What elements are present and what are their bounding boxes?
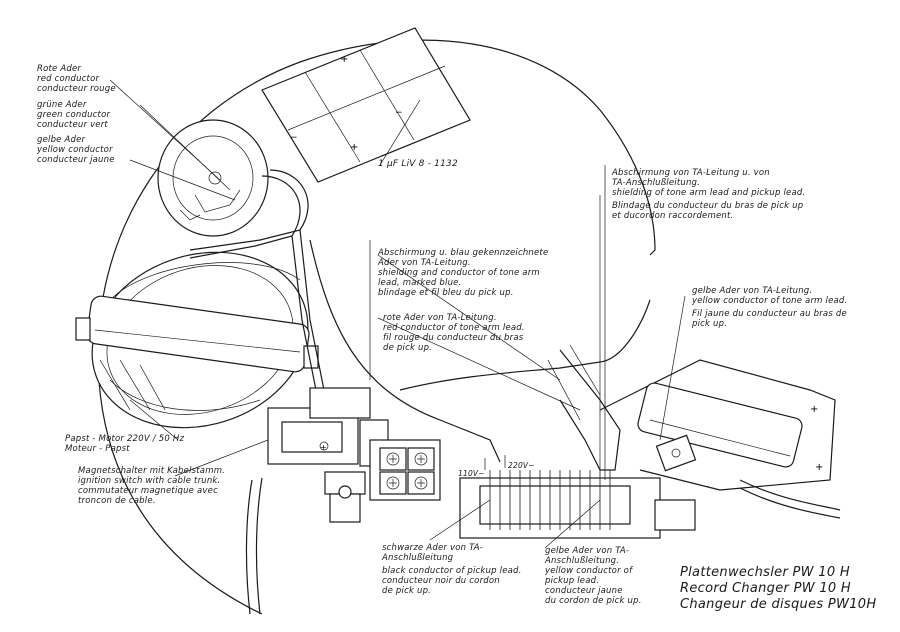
svg-text:+: + xyxy=(350,142,358,153)
capacitor-block: + + − − xyxy=(261,27,471,183)
label-yellow-pickup-de1: gelbe Ader von TA- xyxy=(545,546,630,556)
label-black-pickup-fr1: conducteur noir du cordon xyxy=(382,576,500,586)
leader-lines xyxy=(109,79,686,549)
label-yellow-tone-arm-de: gelbe Ader von TA-Leitung. xyxy=(692,286,813,296)
label-black-pickup-fr2: de pick up. xyxy=(382,586,432,596)
title-en: Record Changer PW 10 H xyxy=(680,581,851,596)
label-shielding-blue-en1: shielding and conductor of tone arm xyxy=(378,268,540,278)
svg-text:+: + xyxy=(340,54,348,65)
label-motor-de: Papst - Motor 220V / 50 Hz xyxy=(65,434,185,444)
label-yellow-wire-de: gelbe Ader xyxy=(37,135,86,145)
label-shielding-tone-arm-de1: Abschirmung von TA-Leitung u. von xyxy=(612,168,770,178)
label-shielding-tone-arm-fr1: Blindage du conducteur du bras de pick u… xyxy=(612,201,804,211)
cable-trunk-2 xyxy=(189,175,301,259)
label-yellow-tone-arm: gelbe Ader von TA-Leitung. yellow conduc… xyxy=(692,286,847,329)
voltage-leads xyxy=(484,455,506,470)
label-shielding-tone-arm: Abschirmung von TA-Leitung u. von TA-Ans… xyxy=(612,168,805,221)
label-110v: 110V~ xyxy=(458,469,485,478)
svg-text:−: − xyxy=(395,108,403,118)
cable-trunk-1 xyxy=(189,169,309,251)
label-switch-en: ignition switch with cable trunk. xyxy=(78,476,221,486)
label-yellow-pickup-de2: Anschlußleitung. xyxy=(545,556,620,566)
label-black-pickup: schwarze Ader von TA- Anschlußleitung bl… xyxy=(382,543,522,596)
label-capacitor: 1 μF LiV 8 - 1132 xyxy=(378,159,458,169)
label-yellow-wire-fr: conducteur jaune xyxy=(37,155,115,165)
svg-text:+: + xyxy=(815,462,823,473)
label-red-tone-arm-fr2: de pick up. xyxy=(383,343,433,353)
label-motor: Papst - Motor 220V / 50 Hz Moteur - Paps… xyxy=(65,434,184,454)
label-red-tone-arm-en: red conductor of tone arm lead. xyxy=(383,323,525,333)
terminal-block xyxy=(369,439,441,501)
label-green-wire-de: grüne Ader xyxy=(37,100,87,110)
label-red-tone-arm: rote Ader von TA-Leitung. red conductor … xyxy=(383,313,525,353)
label-yellow-pickup-fr2: du cordon de pick up. xyxy=(545,596,642,606)
svg-text:+: + xyxy=(810,404,818,415)
cable-to-terminal xyxy=(309,239,501,463)
label-shielding-blue-fr: blindage et fil bleu du pick up. xyxy=(378,288,514,298)
label-shielding-blue-de1: Abschirmung u. blau gekennzeichnete xyxy=(378,248,549,258)
label-black-pickup-en: black conductor of pickup lead. xyxy=(382,566,522,576)
motor xyxy=(75,251,319,429)
magnet-switch: + xyxy=(267,387,389,523)
tone-arm-assembly: + + xyxy=(547,344,841,519)
label-black-pickup-de1: schwarze Ader von TA- xyxy=(382,543,483,553)
label-red-wire: Rote Ader red conductor conducteur rouge xyxy=(37,64,116,94)
cable-bottom-2 xyxy=(255,477,263,615)
terminal-strip xyxy=(459,470,696,539)
label-motor-fr: Moteur - Papst xyxy=(65,444,130,454)
label-shielding-tone-arm-de2: TA-Anschlußleitung. xyxy=(612,178,701,188)
label-red-wire-en: red conductor xyxy=(37,74,100,84)
label-yellow-wire: gelbe Ader yellow conductor conducteur j… xyxy=(37,135,115,165)
label-red-wire-de: Rote Ader xyxy=(37,64,82,74)
svg-text:+: + xyxy=(320,443,327,452)
label-yellow-pickup-en2: pickup lead. xyxy=(545,576,600,586)
cable-bottom-1 xyxy=(245,479,253,615)
label-yellow-tone-arm-fr1: Fil jaune du conducteur au bras de xyxy=(692,309,847,319)
label-red-tone-arm-de: rote Ader von TA-Leitung. xyxy=(383,313,497,323)
label-yellow-pickup-fr1: conducteur jaune xyxy=(545,586,623,596)
label-shielding-blue-en2: lead, marked blue. xyxy=(378,278,462,288)
label-black-pickup-de2: Anschlußleitung xyxy=(382,553,454,563)
title-block: Plattenwechsler PW 10 H Record Changer P… xyxy=(680,565,876,613)
label-220v: 220V~ xyxy=(508,461,535,470)
svg-text:−: − xyxy=(290,133,298,143)
label-shielding-tone-arm-fr2: et ducordon raccordement. xyxy=(612,211,734,221)
label-green-wire-fr: conducteur vert xyxy=(37,120,108,130)
label-shielding-blue: Abschirmung u. blau gekennzeichnete Ader… xyxy=(378,248,548,298)
label-shielding-tone-arm-en: shielding of tone arm lead and pickup le… xyxy=(612,188,806,198)
label-switch-fr2: troncon de cable. xyxy=(78,496,156,506)
label-yellow-pickup-en1: yellow conductor of xyxy=(545,566,633,576)
label-switch: Magnetschalter mit Kabelstamm. ignition … xyxy=(78,466,225,506)
label-yellow-tone-arm-fr2: pick up. xyxy=(692,319,728,329)
label-green-wire-en: green conductor xyxy=(37,110,111,120)
label-yellow-wire-en: yellow conductor xyxy=(37,145,113,155)
label-shielding-blue-de2: Ader von TA-Leitung. xyxy=(378,258,471,268)
label-switch-de: Magnetschalter mit Kabelstamm. xyxy=(78,466,226,476)
label-red-wire-fr: conducteur rouge xyxy=(37,84,116,94)
title-de: Plattenwechsler PW 10 H xyxy=(680,565,850,580)
cable-down-1 xyxy=(299,229,331,421)
chassis-outline xyxy=(97,39,656,615)
label-switch-fr1: commutateur magnetique avec xyxy=(78,486,218,496)
chassis-lower-edge xyxy=(399,299,651,391)
label-yellow-pickup: gelbe Ader von TA- Anschlußleitung. yell… xyxy=(545,546,642,606)
label-green-wire: grüne Ader green conductor conducteur ve… xyxy=(37,100,110,130)
label-yellow-tone-arm-en: yellow conductor of tone arm lead. xyxy=(692,296,848,306)
cable-down-2 xyxy=(291,235,323,421)
title-fr: Changeur de disques PW10H xyxy=(680,597,877,612)
label-red-tone-arm-fr1: fil rouge du conducteur du bras xyxy=(383,333,524,343)
